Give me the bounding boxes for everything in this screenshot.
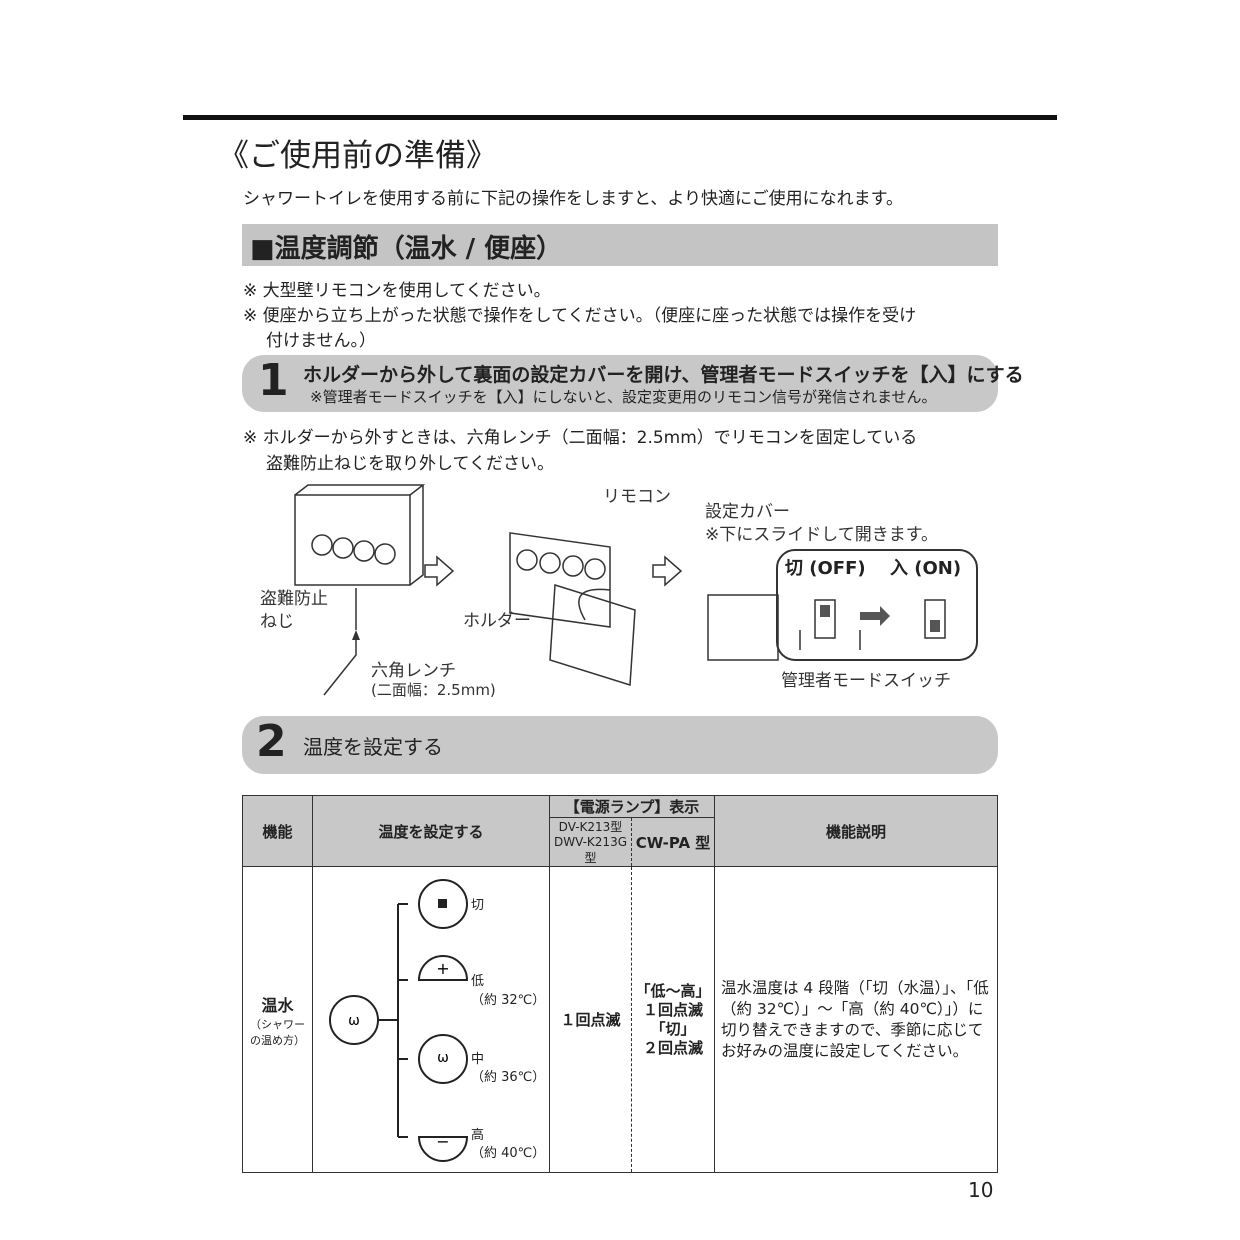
label-screw: 盗難防止 (260, 589, 328, 609)
header-set: 温度を設定する (312, 795, 550, 867)
note: ※ 大型壁リモコンを使用してください。 (243, 281, 551, 301)
temperature-button-diagram: + − ω ω (329, 879, 469, 1162)
lamp2-line: １回点滅 (642, 1000, 703, 1019)
section-title: ■温度調節（温水 / 便座） (250, 234, 563, 264)
label-cover-note: ※下にスライドして開きます。 (705, 525, 939, 545)
section-bar (242, 224, 998, 266)
level-mid: 中 (471, 1052, 485, 1067)
step1-box (242, 355, 998, 412)
level-off: 切 (471, 898, 485, 913)
set-cell: + − ω ω 切 低 （約 32℃） 中 （約 36℃） 高 （約 40℃） (312, 866, 550, 1173)
label-on: 入 (ON) (890, 558, 962, 579)
model1a: DV-K213型 (558, 820, 623, 834)
func-sub: （シャワー (250, 1017, 305, 1031)
note: ※ ホルダーから外すときは、六角レンチ（二面幅：2.5mm）でリモコンを固定して… (243, 428, 918, 448)
label-admin-switch: 管理者モードスイッチ (781, 671, 951, 691)
level-low: 低 (471, 974, 485, 989)
lamp2-line: 「低～高」 (635, 981, 711, 1000)
level-high: 高 (471, 1128, 485, 1143)
level-low-temp: （約 32℃） (471, 993, 546, 1008)
step1-sub: ※管理者モードスイッチを【入】にしないと、設定変更用のリモコン信号が発信されませ… (310, 388, 937, 406)
step2-box (242, 716, 998, 774)
svg-text:ω: ω (348, 1013, 360, 1029)
label-wrench: 六角レンチ (371, 661, 456, 681)
func-name: 温水 (261, 995, 294, 1015)
note: ※ 便座から立ち上がった状態で操作をしてください。（便座に座った状態では操作を受… (243, 306, 917, 326)
level-mid-temp: （約 36℃） (471, 1070, 546, 1085)
label-screw: ねじ (260, 612, 294, 632)
note: 付けません。） (266, 331, 376, 351)
lamp1-cell: １回点滅 (549, 866, 632, 1173)
level-high-temp: （約 40℃） (471, 1146, 546, 1161)
page-title: 《ご使用前の準備》 (218, 138, 497, 174)
svg-text:ω: ω (437, 1050, 449, 1066)
top-rule (183, 115, 1057, 120)
label-cover: 設定カバー (705, 502, 790, 522)
func-cell: 温水 （シャワーの温め方） (242, 866, 313, 1173)
step1-number: 1 (258, 355, 289, 406)
label-holder: ホルダー (463, 611, 531, 631)
header-desc: 機能説明 (714, 795, 998, 867)
svg-text:−: − (436, 1132, 449, 1151)
step2-number: 2 (256, 716, 287, 767)
desc-cell: 温水温度は 4 段階（「切（水温）」、「低（約 32℃）」～「高（約 40℃）」… (714, 866, 998, 1173)
lamp2-line: 「切」 (650, 1019, 696, 1038)
header-model2: CW-PA 型 (631, 817, 715, 867)
label-wrench-size: (二面幅：2.5mm) (371, 681, 496, 699)
label-off: 切 (OFF) (785, 558, 866, 579)
lamp2-cell: 「低～高」１回点滅「切」２回点滅 (631, 866, 715, 1173)
lamp2-line: ２回点滅 (642, 1038, 703, 1057)
intro-text: シャワートイレを使用する前に下記の操作をしますと、より快適にご使用になれます。 (243, 189, 903, 209)
func-sub: の温め方） (250, 1033, 305, 1047)
label-remocon: リモコン (603, 487, 671, 507)
step1-title: ホルダーから外して裏面の設定カバーを開け、管理者モードスイッチを【入】にする (303, 364, 1024, 386)
model1b: DWV-K213G型 (553, 835, 627, 865)
page-number: 10 (968, 1178, 994, 1202)
remote-removal-illustration (294, 484, 978, 696)
header-lamp: 【電源ランプ】表示 (549, 795, 715, 818)
svg-text:+: + (436, 959, 449, 978)
note: 盗難防止ねじを取り外してください。 (266, 454, 554, 474)
step2-title: 温度を設定する (303, 735, 443, 759)
header-func: 機能 (242, 795, 313, 867)
